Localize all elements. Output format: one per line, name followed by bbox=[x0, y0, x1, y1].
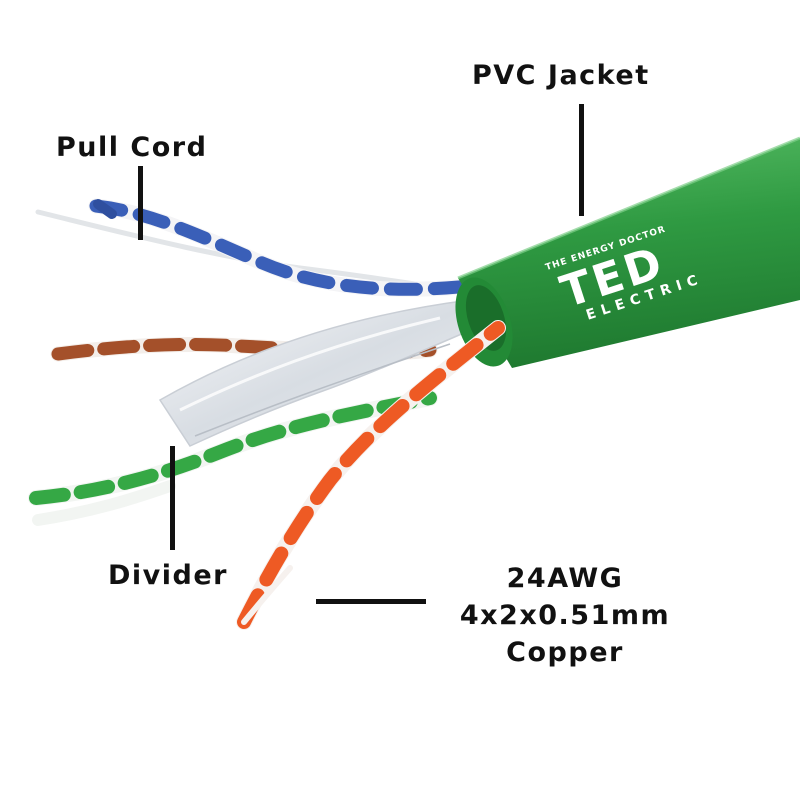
leader-copper bbox=[316, 599, 426, 604]
label-pull-cord: Pull Cord bbox=[56, 132, 208, 163]
spec-material: Copper bbox=[506, 637, 624, 668]
divider-spline bbox=[158, 299, 481, 447]
blue-pair bbox=[88, 198, 478, 297]
label-pvc-jacket: PVC Jacket bbox=[472, 60, 650, 91]
leader-pvc-jacket bbox=[579, 104, 584, 216]
leader-divider bbox=[170, 446, 175, 550]
spec-dimensions: 4x2x0.51mm bbox=[459, 600, 671, 631]
pvc-jacket bbox=[455, 136, 800, 368]
label-divider: Divider bbox=[108, 560, 228, 591]
conductor-spec: 24AWG 4x2x0.51mm Copper bbox=[440, 560, 690, 671]
green-pair bbox=[28, 390, 438, 526]
orange-pair bbox=[236, 320, 506, 630]
spec-awg: 24AWG bbox=[506, 563, 624, 594]
leader-pull-cord bbox=[138, 166, 143, 240]
